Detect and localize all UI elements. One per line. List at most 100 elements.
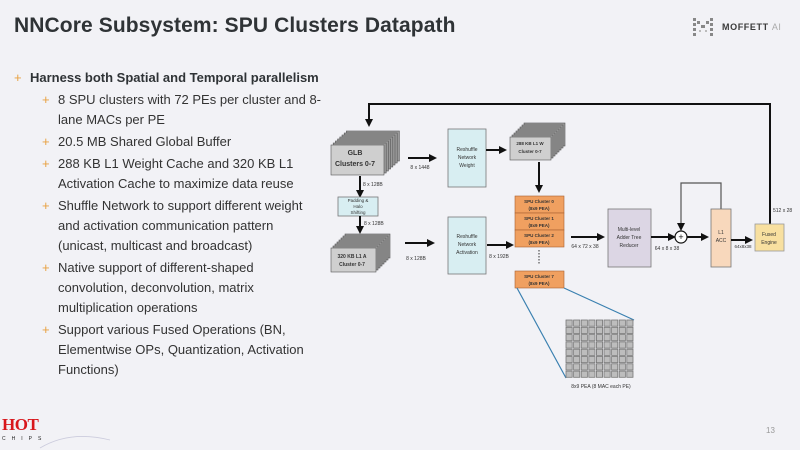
pe-cell — [588, 319, 596, 327]
bullet-main: + Harness both Spatial and Temporal para… — [14, 68, 324, 88]
plus-icon: + — [14, 70, 22, 85]
footer-decoration — [39, 436, 111, 449]
pe-cell — [580, 334, 588, 342]
pe-cell — [626, 348, 634, 356]
bullet-sub-text: Native support of different-shaped convo… — [58, 260, 254, 315]
pe-cell — [618, 326, 626, 334]
spu-cluster-2-label-1: SPU Cluster 2 — [524, 233, 554, 238]
label-pad-l1a: 8 x 128B — [364, 221, 384, 227]
pe-cell — [596, 363, 604, 371]
pe-cell — [580, 363, 588, 371]
rna-label-1: Reshuffle — [456, 234, 477, 240]
pe-cell — [573, 341, 581, 349]
logo-name: MOFFETT — [722, 22, 769, 32]
logo-wordmark: MOFFETT AI — [722, 22, 782, 32]
pe-cell — [596, 341, 604, 349]
pe-cell — [611, 326, 619, 334]
pe-cell — [596, 326, 604, 334]
bullet-sub: + Support various Fused Operations (BN, E… — [42, 320, 324, 380]
pe-cell — [565, 370, 573, 378]
pe-cell — [611, 356, 619, 364]
padding-label-2: Halo — [353, 204, 363, 209]
glb-clusters-block — [330, 130, 400, 176]
pe-cell — [611, 341, 619, 349]
pe-cell — [565, 363, 573, 371]
moffett-m-logo-icon — [692, 16, 714, 38]
spu-cluster-1-label-2: (8x9 PEA) — [528, 223, 550, 228]
stack-layer — [509, 136, 552, 161]
pe-cell — [603, 326, 611, 334]
plus-sign-icon: + — [678, 232, 683, 242]
slide-title: NNCore Subsystem: SPU Clusters Datapath — [14, 14, 456, 37]
pe-cell — [588, 370, 596, 378]
spu-cluster: SPU Cluster 2 (8x9 PEA) — [514, 229, 565, 248]
l1-acc-box — [710, 208, 732, 268]
fused-label-1: Fused — [762, 232, 776, 238]
pe-cell — [618, 348, 626, 356]
label-l1a-rna: 8 x 128B — [406, 256, 426, 262]
l1-activation-cache-block — [330, 233, 391, 273]
plus-icon: + — [42, 134, 50, 149]
label-glb-rnw: 8 x 1448 — [410, 165, 429, 171]
pe-cell — [626, 356, 634, 364]
acc-label-2: ACC — [716, 238, 727, 244]
pe-cell — [573, 334, 581, 342]
bullet-sub-text: Support various Fused Operations (BN, El… — [58, 322, 304, 377]
pe-cell — [565, 356, 573, 364]
rnw-label-3: Weight — [459, 163, 475, 169]
bullet-sub-text: Shuffle Network to support different wei… — [58, 198, 303, 253]
pe-cell — [573, 326, 581, 334]
pe-cell — [611, 363, 619, 371]
fused-label-2: Engine — [761, 240, 777, 246]
pe-cell — [596, 319, 604, 327]
pe-cell — [626, 341, 634, 349]
bullet-sub-text: 20.5 MB Shared Global Buffer — [58, 134, 232, 149]
pe-cell — [603, 348, 611, 356]
pe-cell — [603, 370, 611, 378]
pe-cell — [626, 326, 634, 334]
spu-cluster-1-label-1: SPU Cluster 1 — [524, 216, 554, 221]
pe-cell — [573, 370, 581, 378]
label-acc-fused: 64x8x38 — [734, 244, 752, 249]
hot-chips-top: HOT — [2, 415, 39, 434]
pe-cell — [588, 341, 596, 349]
zoom-line — [563, 287, 635, 321]
pe-cell — [611, 348, 619, 356]
padding-label-3: Shifting — [350, 210, 366, 215]
pe-cell — [596, 334, 604, 342]
pea-grid — [565, 319, 634, 378]
l1w-label-2: Cluster 0-7 — [518, 149, 542, 154]
reshuffle-network-weight-box — [447, 128, 487, 188]
spu-cluster-0-label-2: (8x9 PEA) — [528, 206, 550, 211]
reshuffle-network-activation-box — [447, 216, 487, 275]
adder-label-3: Reducer — [620, 243, 639, 249]
bullet-sub: +Native support of different-shaped conv… — [42, 258, 324, 318]
pe-cell — [580, 326, 588, 334]
pe-cell — [580, 348, 588, 356]
pe-cell — [603, 341, 611, 349]
pe-cell — [565, 341, 573, 349]
glb-label-1: GLB — [348, 150, 363, 157]
plus-icon: + — [42, 322, 50, 337]
adder-label-1: Multi-level — [618, 227, 641, 233]
pea-caption: 8x9 PEA (8 MAC each PE) — [571, 384, 631, 390]
pe-cell — [618, 370, 626, 378]
pe-cell — [611, 370, 619, 378]
pe-cell — [626, 363, 634, 371]
pe-cell — [573, 319, 581, 327]
pe-cell — [611, 334, 619, 342]
l1a-label-2: Cluster 0-7 — [339, 262, 365, 268]
adder-tree-reducer-box — [607, 208, 652, 268]
pe-cell — [580, 319, 588, 327]
acc-feedback-line — [677, 182, 722, 231]
pe-cell — [596, 348, 604, 356]
bullet-sub: +288 KB L1 Weight Cache and 320 KB L1 Ac… — [42, 154, 324, 194]
pe-cell — [565, 326, 573, 334]
label-rna-spu: 8 x 192B — [489, 254, 509, 260]
l1w-label-1: 288 KB L1 W — [516, 141, 544, 146]
pe-cell — [580, 370, 588, 378]
plus-icon: + — [42, 198, 50, 213]
bullet-sub: +20.5 MB Shared Global Buffer — [42, 132, 324, 152]
pe-cell — [588, 326, 596, 334]
pe-cell — [603, 363, 611, 371]
